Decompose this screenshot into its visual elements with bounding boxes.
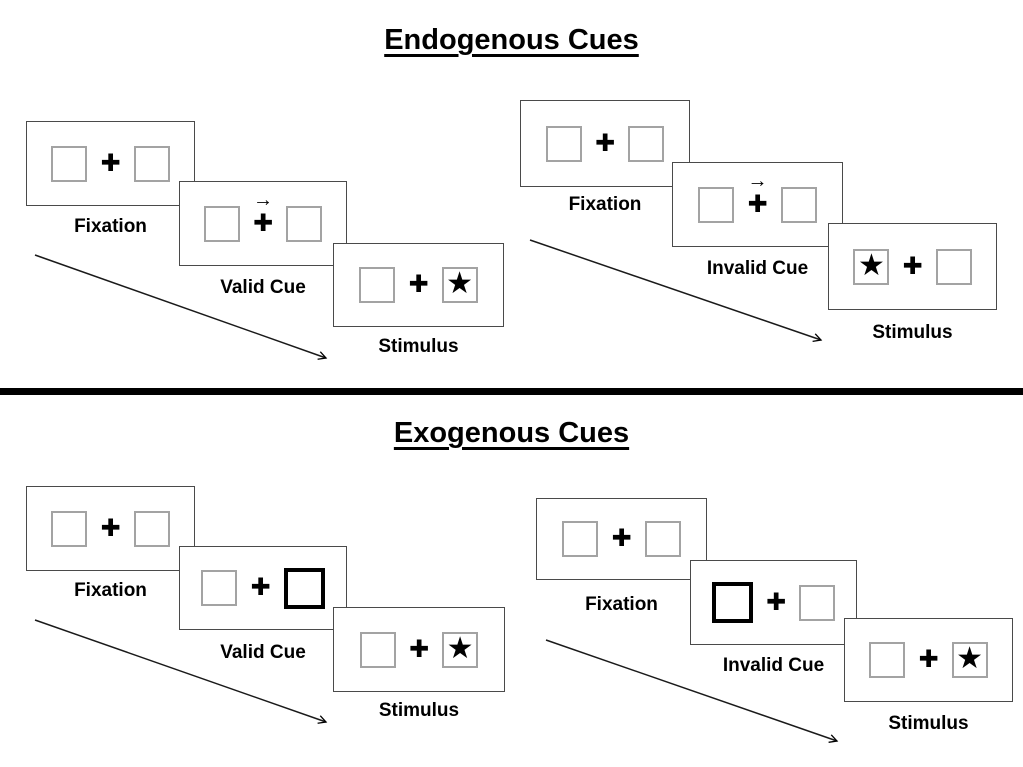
left-placeholder-box: [201, 570, 238, 606]
left-placeholder-box: [51, 145, 88, 182]
fixation-cross-icon: ✚: [765, 588, 787, 616]
right-target-box: ★: [951, 642, 988, 678]
valid-cue-card: ✚: [179, 546, 347, 630]
fixation-card: ✚: [26, 121, 195, 206]
stimulus-card: ✚ ★: [333, 243, 504, 327]
left-cued-box: [711, 582, 753, 623]
right-placeholder-box: [935, 248, 972, 285]
timeline-arrow-exogenous-invalid: [545, 639, 837, 741]
fixation-card: ✚: [520, 100, 690, 187]
card-label-cue: Valid Cue: [220, 277, 306, 298]
card-label-fixation: Fixation: [568, 194, 642, 215]
right-target-box: ★: [441, 267, 478, 303]
fixation-cross-icon: ✚: [902, 252, 923, 280]
fixation-cross-icon: ✚: [100, 514, 121, 542]
target-star-icon: ★: [446, 267, 473, 300]
card-label-stimulus: Stimulus: [888, 713, 969, 734]
cue-arrow-icon: →: [747, 169, 768, 192]
right-placeholder-box: [799, 584, 836, 621]
left-target-box: ★: [853, 248, 890, 285]
card-label-fixation: Fixation: [585, 594, 658, 615]
card-label-fixation: Fixation: [74, 580, 147, 601]
left-placeholder-box: [359, 267, 396, 303]
right-placeholder-box: [780, 186, 817, 223]
central-cue: → ✚: [252, 190, 274, 237]
section-divider: [0, 388, 1023, 395]
card-label-stimulus: Stimulus: [872, 322, 953, 343]
invalid-cue-card: → ✚: [672, 162, 843, 247]
card-label-fixation: Fixation: [74, 216, 147, 237]
fixation-card: ✚: [26, 486, 195, 571]
fixation-cross-icon: ✚: [252, 209, 274, 237]
card-label-stimulus: Stimulus: [378, 336, 459, 357]
target-star-icon: ★: [956, 642, 983, 675]
fixation-cross-icon: ✚: [611, 525, 632, 552]
fixation-cross-icon: ✚: [918, 646, 939, 673]
card-label-stimulus: Stimulus: [378, 700, 460, 721]
right-cued-box: [283, 567, 325, 609]
section-title-endogenous: Endogenous Cues: [384, 24, 639, 56]
section-title-exogenous: Exogenous Cues: [393, 417, 630, 449]
card-label-cue: Invalid Cue: [706, 258, 809, 279]
stimulus-card: ✚ ★: [333, 607, 505, 692]
central-cue: → ✚: [747, 171, 768, 218]
left-placeholder-box: [203, 205, 240, 242]
right-placeholder-box: [133, 145, 170, 182]
card-label-cue: Invalid Cue: [722, 655, 825, 676]
card-label-cue: Valid Cue: [220, 642, 306, 663]
left-placeholder-box: [51, 510, 88, 547]
fixation-cross-icon: ✚: [100, 149, 121, 177]
right-placeholder-box: [644, 521, 681, 557]
right-target-box: ★: [442, 631, 479, 668]
left-placeholder-box: [698, 186, 735, 223]
fixation-cross-icon: ✚: [250, 574, 271, 601]
invalid-cue-card: ✚: [690, 560, 857, 645]
left-placeholder-box: [359, 631, 396, 668]
cue-arrow-icon: →: [252, 188, 273, 211]
fixation-cross-icon: ✚: [408, 271, 429, 298]
fixation-cross-icon: ✚: [747, 190, 768, 218]
stimulus-card: ✚ ★: [844, 618, 1013, 702]
left-placeholder-box: [562, 521, 599, 557]
fixation-cross-icon: ✚: [408, 635, 430, 663]
left-placeholder-box: [545, 125, 582, 162]
timeline-arrow-endogenous-invalid: [529, 239, 821, 340]
right-placeholder-box: [133, 510, 170, 547]
right-placeholder-box: [286, 205, 323, 242]
timeline-arrow-endogenous-valid: [34, 254, 326, 358]
target-star-icon: ★: [857, 248, 885, 282]
valid-cue-card: → ✚: [179, 181, 347, 266]
stimulus-card: ★ ✚: [828, 223, 997, 310]
fixation-card: ✚: [536, 498, 707, 580]
timeline-arrow-exogenous-valid: [34, 619, 326, 722]
right-placeholder-box: [628, 125, 665, 162]
target-star-icon: ★: [446, 631, 474, 665]
fixation-cross-icon: ✚: [594, 129, 616, 157]
left-placeholder-box: [869, 642, 906, 678]
